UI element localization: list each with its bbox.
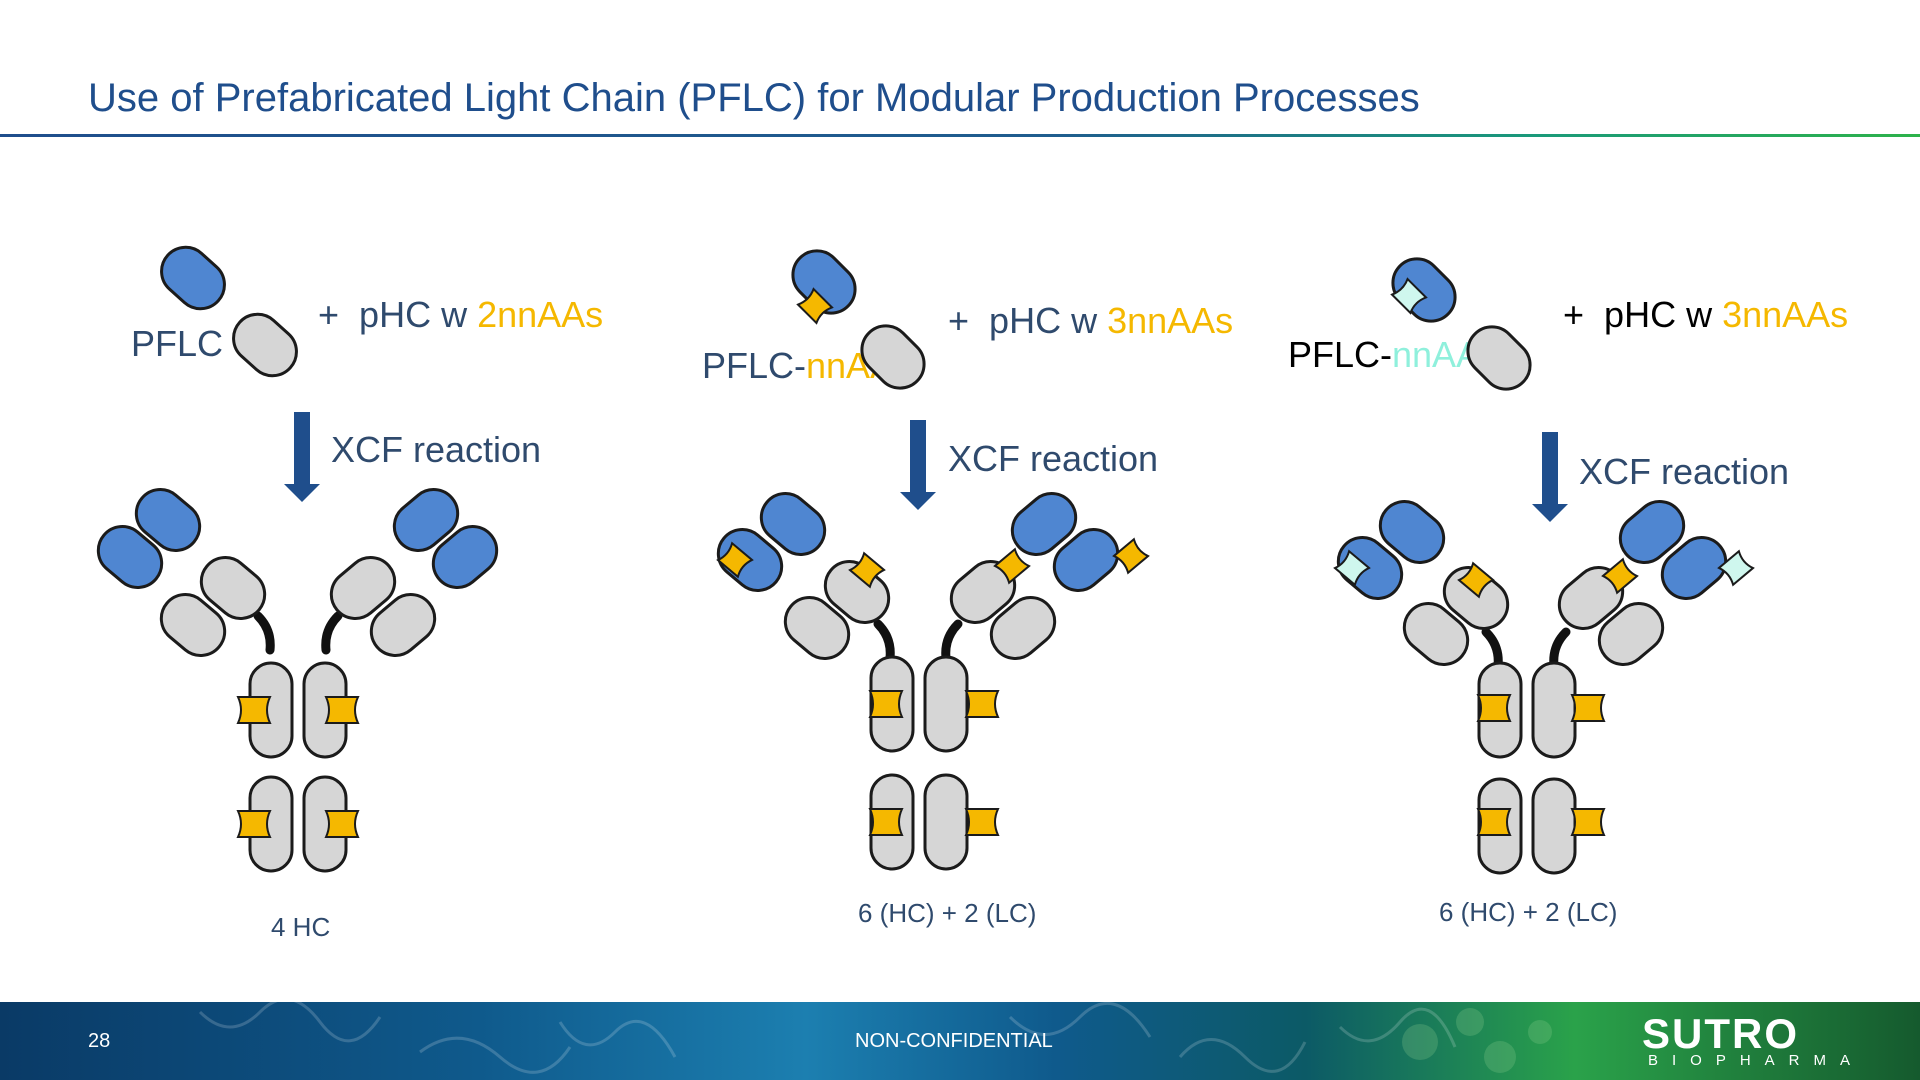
sutro-logo-subtitle: BIOPHARMA xyxy=(1648,1052,1865,1069)
panel2-phc-text: pHC w xyxy=(989,300,1108,341)
panel1-antibody xyxy=(87,478,508,873)
panel2-bottom-label: 6 (HC) + 2 (LC) xyxy=(858,898,1037,928)
panel2-lc-label-text: PFLC- xyxy=(702,345,807,386)
panel2-phc-accent: 3nnAAs xyxy=(1107,300,1234,341)
panel3-phc-text: pHC w xyxy=(1604,294,1723,335)
panel2-pflc-icon xyxy=(781,239,936,400)
panel3-lc-suffix: nnAA xyxy=(1392,334,1481,375)
footer-bar xyxy=(0,1002,1920,1080)
panel2-phc-label: + pHC w 3nnAAs xyxy=(948,300,1233,342)
panel1-reaction-arrow xyxy=(284,412,320,502)
panel1-pflc-icon xyxy=(150,235,308,388)
footer-texture xyxy=(198,1002,1552,1074)
panel1-lc-label-text: PFLC xyxy=(131,323,224,364)
panel1-phc-text: pHC w xyxy=(359,294,478,335)
panel1-plus: + xyxy=(318,294,340,335)
panel2-antibody xyxy=(707,482,1150,871)
panel1-phc-label: + pHC w 2nnAAs xyxy=(318,294,603,336)
panel3-bottom-label: 6 (HC) + 2 (LC) xyxy=(1439,897,1618,927)
sutro-logo-name: SUTRO xyxy=(1642,1010,1799,1057)
panel3-phc-label: + pHC w 3nnAAs xyxy=(1563,294,1848,336)
panel1-arrow-label: XCF reaction xyxy=(331,429,542,470)
classification-label: NON-CONFIDENTIAL xyxy=(855,1030,1053,1052)
panel3-phc-accent: 3nnAAs xyxy=(1722,294,1849,335)
panel2-arrow-label: XCF reaction xyxy=(948,438,1159,479)
slide-title: Use of Prefabricated Light Chain (PFLC) … xyxy=(88,76,1420,120)
title-divider xyxy=(0,134,1920,137)
panel3-arrow-label: XCF reaction xyxy=(1579,451,1790,492)
panel1-lc-label: PFLC xyxy=(131,323,223,365)
panel3-lc-label-text: PFLC- xyxy=(1288,334,1393,375)
panel2-plus: + xyxy=(948,300,970,341)
panel3-lc-label: PFLC-nnAA xyxy=(1288,334,1480,376)
page-number: 28 xyxy=(88,1030,111,1052)
panel2-reaction-arrow xyxy=(900,420,936,510)
panel3-reaction-arrow xyxy=(1532,432,1568,522)
panel1-bottom-label: 4 HC xyxy=(271,912,331,942)
panel3-plus: + xyxy=(1563,294,1585,335)
panel3-antibody xyxy=(1327,490,1755,875)
panel2-lc-label: PFLC-nnAA xyxy=(702,345,894,387)
panel1-phc-accent: 2nnAAs xyxy=(477,294,604,335)
panel3-pflc-icon xyxy=(1381,247,1542,401)
